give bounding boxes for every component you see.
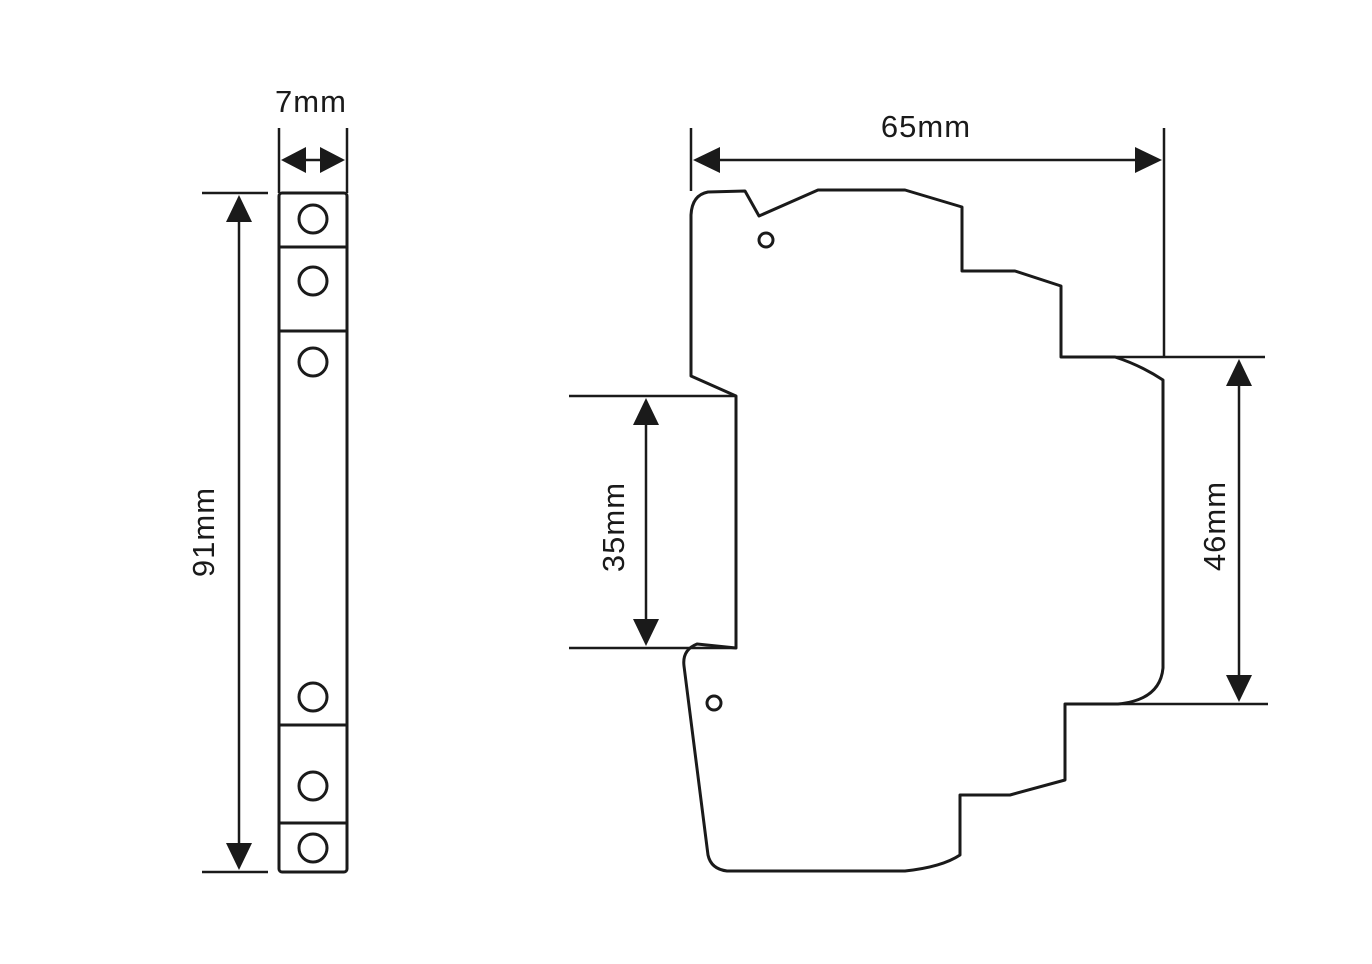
- side-view: 65mm 35mm 46mm: [569, 109, 1268, 873]
- terminal-screw: [297, 832, 329, 864]
- mounting-hole: [757, 231, 775, 249]
- depth-dimension: [689, 128, 1166, 357]
- arrow-down: [226, 843, 252, 870]
- front-view: 7mm 91mm: [186, 84, 349, 874]
- arrow-down: [633, 619, 659, 646]
- arrow-right: [1135, 147, 1162, 173]
- height-dimension: [202, 191, 268, 874]
- terminal-screw: [297, 770, 329, 802]
- front-height-dimension: [1115, 355, 1268, 706]
- rail-dimension: [569, 394, 736, 650]
- arrow-right: [320, 147, 345, 173]
- width-label: 7mm: [275, 84, 347, 119]
- arrow-up: [1226, 359, 1252, 386]
- arrow-down: [1226, 675, 1252, 702]
- rail-label: 35mm: [596, 482, 631, 572]
- front-height-label: 46mm: [1197, 481, 1232, 571]
- depth-label: 65mm: [881, 109, 971, 144]
- terminal-screw: [297, 203, 329, 235]
- arrow-left: [281, 147, 306, 173]
- height-label: 91mm: [186, 487, 221, 577]
- module-side-profile: [682, 188, 1165, 873]
- arrow-up: [633, 398, 659, 425]
- module-front-outline: [277, 191, 349, 874]
- width-dimension: [277, 128, 349, 193]
- mounting-hole: [705, 694, 723, 712]
- terminal-screw: [297, 346, 329, 378]
- arrow-up: [226, 195, 252, 222]
- terminal-screw: [297, 681, 329, 713]
- terminal-screw: [297, 265, 329, 297]
- arrow-left: [693, 147, 720, 173]
